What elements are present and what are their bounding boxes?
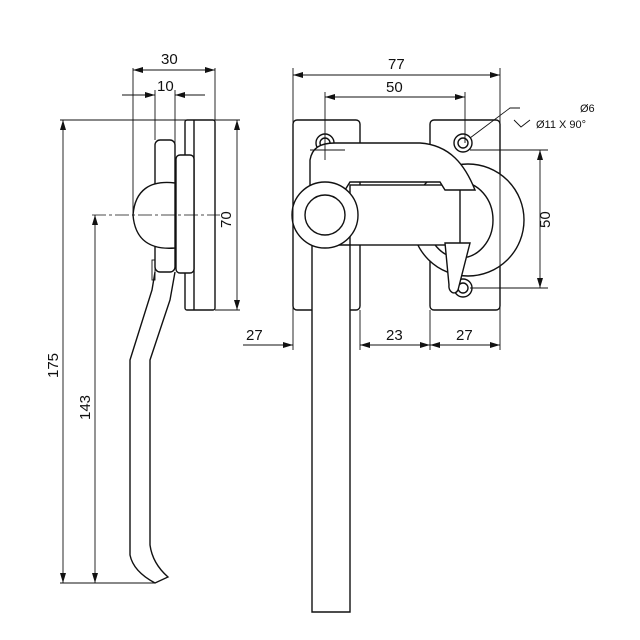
dim-27-right: 27 <box>456 327 473 344</box>
dim-77: 77 <box>388 56 405 73</box>
latch-tongue <box>444 242 471 294</box>
mount-plate <box>175 154 195 274</box>
dim-23: 23 <box>386 327 403 344</box>
dim-50-vertical: 50 <box>537 211 554 228</box>
lever-profile <box>129 271 176 584</box>
countersink-icon <box>513 119 531 128</box>
dim-175: 175 <box>45 353 62 378</box>
dim-30: 30 <box>161 51 178 68</box>
latch-bar <box>349 184 461 246</box>
dim-50-horizontal: 50 <box>386 79 403 96</box>
dim-70: 70 <box>218 211 235 228</box>
dim-143: 143 <box>77 395 94 420</box>
front-view: 77 50 50 27 23 27 Ø6 Ø11 X 90° <box>243 56 595 613</box>
countersink-label: Ø11 X 90° <box>536 119 586 131</box>
dim-27-left: 27 <box>246 327 263 344</box>
side-view: 30 10 70 175 143 <box>45 51 240 584</box>
lever-handle <box>311 244 351 613</box>
hole-diameter-label: Ø6 <box>580 103 595 115</box>
dim-10: 10 <box>157 78 174 95</box>
